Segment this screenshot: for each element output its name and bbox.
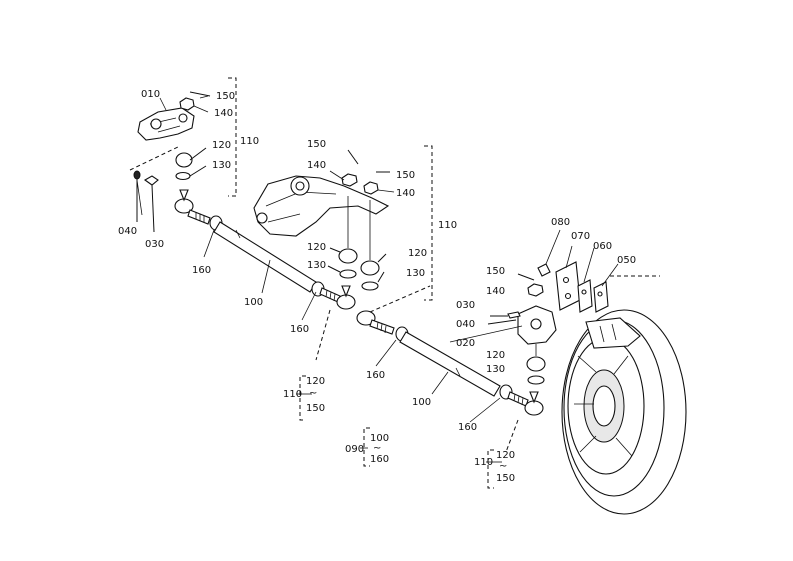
pitman-arm-assembly	[129, 77, 237, 233]
label-150-a: 150	[216, 91, 235, 102]
label-140-b: 140	[307, 160, 326, 171]
label-120-c: 120	[408, 248, 427, 259]
label-150-f: 150	[496, 473, 515, 484]
label-120-d: 120	[306, 376, 325, 387]
label-120-a: 120	[212, 140, 231, 151]
label-030-a: 030	[145, 239, 164, 250]
label-020: 020	[456, 338, 475, 349]
label-070: 070	[571, 231, 590, 242]
label-160-b: 160	[290, 324, 309, 335]
label-160-a: 160	[192, 265, 211, 276]
label-090: 090	[345, 444, 364, 455]
label-150-e: 150	[486, 266, 505, 277]
label-tilde-a: ~	[309, 388, 317, 399]
label-030-b: 030	[456, 300, 475, 311]
right-tie-rod	[356, 285, 544, 453]
label-tilde-c: ~	[499, 461, 507, 472]
label-060: 060	[593, 241, 612, 252]
label-120-f: 120	[496, 450, 515, 461]
label-range-160: 160	[370, 454, 389, 465]
label-010: 010	[141, 89, 160, 100]
label-150-d: 150	[306, 403, 325, 414]
label-080: 080	[551, 217, 570, 228]
front-wheel-hub	[561, 309, 687, 515]
idler-arm-assembly	[253, 145, 433, 301]
label-130-b: 130	[307, 260, 326, 271]
label-100-b: 100	[412, 397, 431, 408]
label-110-b: 110	[438, 220, 457, 231]
label-110-d: 110	[474, 457, 493, 468]
label-140-a: 140	[214, 108, 233, 119]
knuckle-arm-assembly	[487, 261, 660, 385]
label-140-c: 140	[396, 188, 415, 199]
label-150-c: 150	[396, 170, 415, 181]
label-100-a: 100	[244, 297, 263, 308]
label-040-b: 040	[456, 319, 475, 330]
part-labels: 010 150 140 110 120 130 040 030 160 100 …	[118, 89, 636, 484]
label-120-b: 120	[307, 242, 326, 253]
label-range-100: 100	[370, 433, 389, 444]
label-050: 050	[617, 255, 636, 266]
label-140-d: 140	[486, 286, 505, 297]
label-150-b: 150	[307, 139, 326, 150]
label-040-a: 040	[118, 226, 137, 237]
label-tilde-b: ~	[373, 443, 381, 454]
label-130-c: 130	[406, 268, 425, 279]
label-130-a: 130	[212, 160, 231, 171]
leader-lines	[136, 95, 619, 423]
range-brackets	[296, 375, 502, 489]
label-120-e: 120	[486, 350, 505, 361]
label-110-a: 110	[240, 136, 259, 147]
label-160-d: 160	[458, 422, 477, 433]
left-tie-rod	[174, 189, 356, 361]
label-160-c: 160	[366, 370, 385, 381]
label-130-e: 130	[486, 364, 505, 375]
label-110-c: 110	[283, 389, 302, 400]
